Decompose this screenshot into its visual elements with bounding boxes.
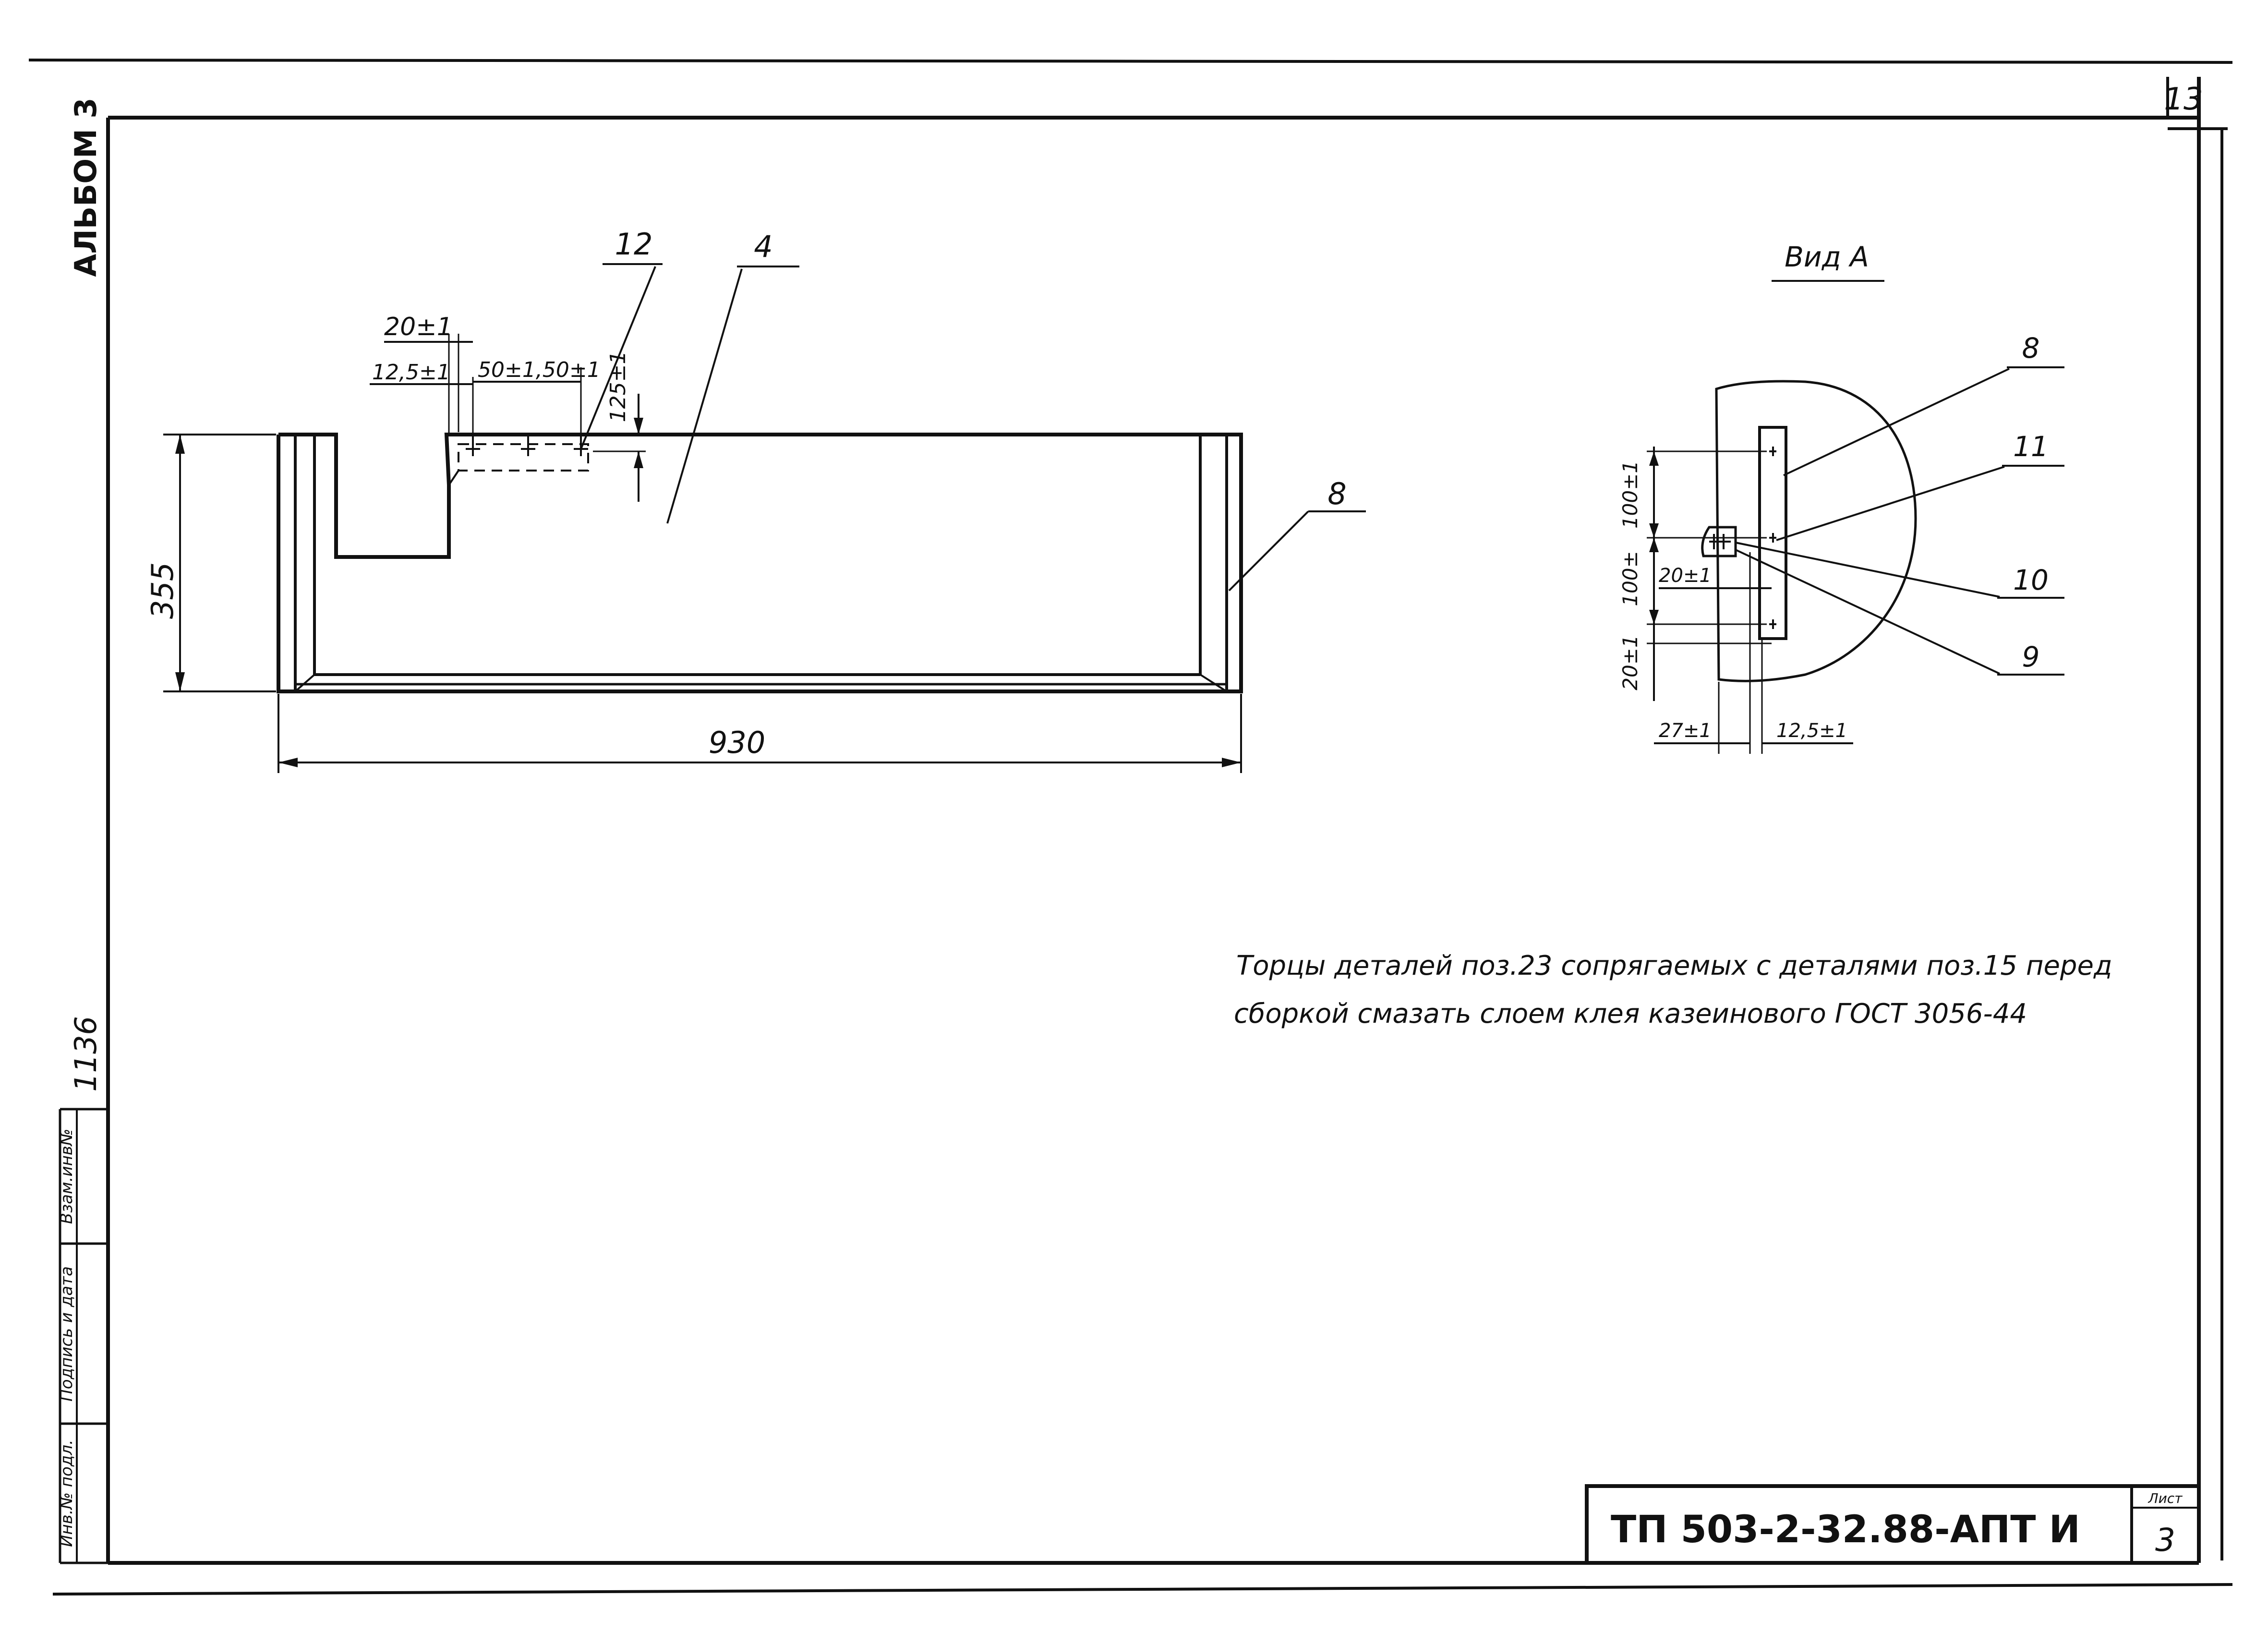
dim-12-5-label: 12,5±1 — [372, 360, 450, 385]
view-a-title: Вид А — [1785, 241, 1869, 273]
designation: ТП 503-2-32.88-АПТ И — [1611, 1508, 2080, 1551]
dim-20-inner-label: 20±1 — [1659, 565, 1712, 587]
callout-9: 9 — [1735, 549, 2064, 676]
note-line-1: Торцы деталей поз.23 сопрягаемых с детал… — [1236, 950, 2112, 981]
view-a-inner-dim: 20±1 — [1659, 565, 1772, 589]
dimension-height: 355 — [145, 434, 276, 692]
dim-27-label: 27±1 — [1659, 720, 1712, 742]
callout-4: 4 — [666, 229, 799, 524]
main-view-outline — [277, 433, 1243, 693]
callout-8-main: 8 — [1228, 476, 1366, 592]
dimension-height-label: 355 — [145, 562, 180, 619]
dim-100-top-label: 100±1 — [1618, 460, 1642, 529]
main-view: 355 930 20±1 12,5±1 50±1,50±1 — [145, 227, 1366, 773]
view-a-bottom-dims: 27±1 12,5±1 — [1654, 552, 1853, 754]
part-12-strip — [458, 443, 589, 472]
callout-11-label: 11 — [2013, 430, 2049, 463]
dimension-width: 930 — [277, 694, 1242, 773]
view-a-fasteners — [1709, 447, 1776, 629]
view-a-small-part — [1701, 526, 1737, 557]
left-margin-strip: АЛЬБОМ 3 1136 Взам.инв№ Подпись и дата И… — [57, 97, 110, 1564]
callout-12-label: 12 — [615, 227, 653, 262]
dimension-width-label: 930 — [709, 725, 765, 760]
sheet-border — [106, 77, 2228, 1565]
top-dimensions: 20±1 12,5±1 50±1,50±1 125±1 — [370, 313, 646, 502]
field-replacement-inv: Взам.инв№ — [57, 1129, 76, 1224]
title-block: ТП 503-2-32.88-АПТ И Лист 3 — [1585, 1484, 2199, 1563]
dim-12-5-va-label: 12,5±1 — [1776, 720, 1847, 742]
field-signature-date: Подпись и дата — [57, 1266, 76, 1402]
callout-10: 10 — [1735, 542, 2064, 599]
list-number: 3 — [2155, 1522, 2175, 1559]
album-label: АЛЬБОМ 3 — [68, 97, 103, 277]
callout-12: 12 — [580, 227, 663, 449]
view-a-bar — [1758, 426, 1787, 640]
callout-8-view-a: 8 — [1783, 332, 2064, 476]
view-a-outline — [1715, 380, 1917, 682]
view-a: Вид А 10 — [1618, 241, 2064, 754]
sheet-number: 13 — [2164, 82, 2203, 117]
callout-4-label: 4 — [754, 229, 772, 264]
note-line-2: сборкой смазать слоем клея казеинового Г… — [1234, 998, 2027, 1029]
fastener-marks — [466, 435, 588, 456]
callout-10-label: 10 — [2013, 564, 2049, 596]
sheet-number-box: 13 — [2164, 77, 2203, 118]
inventory-number: 1136 — [68, 1016, 103, 1092]
dim-125-label: 125±1 — [606, 351, 630, 423]
dim-20-left-label: 20±1 — [1618, 635, 1642, 690]
dim-100-mid-label: 100± — [1618, 551, 1642, 606]
callout-11: 11 — [1776, 430, 2064, 541]
dim-50-label: 50±1,50±1 — [478, 358, 601, 382]
scan-edge-top — [28, 59, 2233, 64]
callout-8-va-label: 8 — [2022, 332, 2040, 364]
callout-9-label: 9 — [2022, 641, 2040, 673]
scan-edge-bottom — [52, 1583, 2233, 1596]
field-original-inv: Инв.№ подл. — [57, 1439, 76, 1547]
dim-20-label: 20±1 — [384, 313, 453, 341]
list-label: Лист — [2148, 1490, 2183, 1506]
callout-8-main-label: 8 — [1327, 476, 1346, 511]
general-note: Торцы деталей поз.23 сопрягаемых с детал… — [1234, 950, 2112, 1029]
view-a-vertical-dims: 100±1 100± 20±1 — [1618, 447, 1772, 701]
